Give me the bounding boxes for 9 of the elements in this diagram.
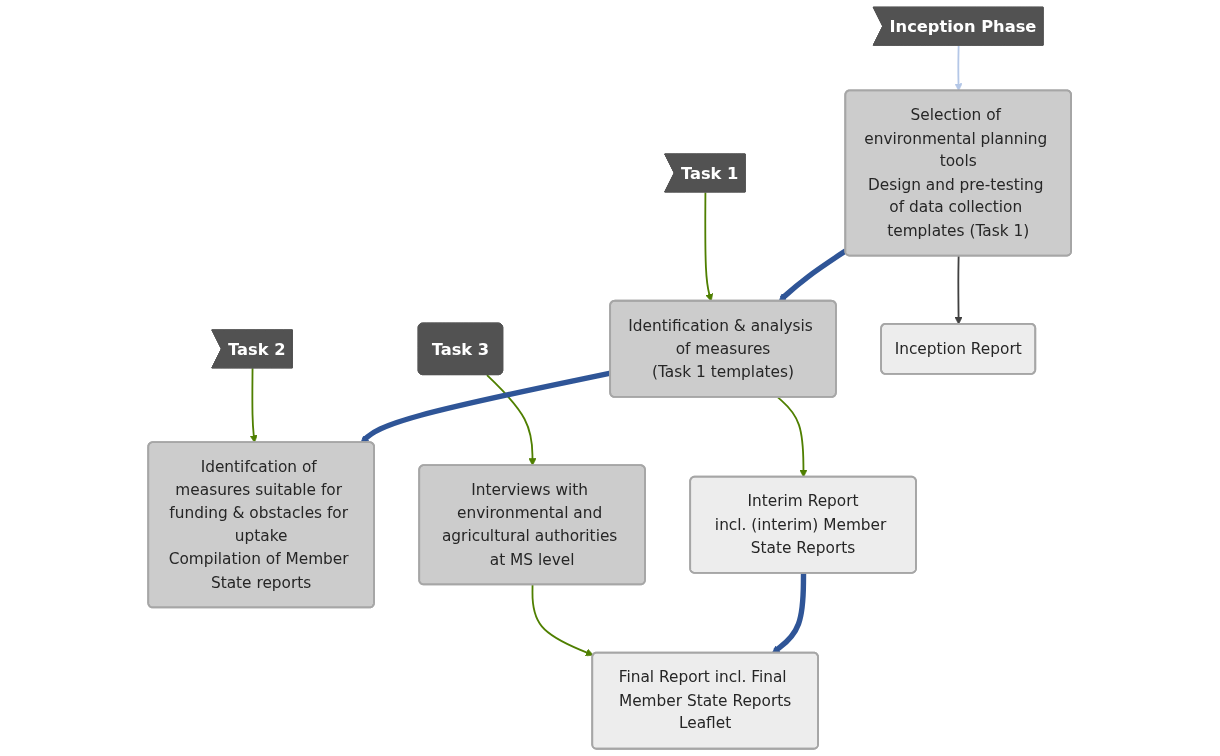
arrow (779, 248, 848, 302)
arrow (250, 367, 259, 443)
arrow (486, 374, 537, 466)
arrow (704, 191, 714, 302)
arrow (531, 583, 594, 657)
arrow (954, 255, 963, 325)
arrow (772, 573, 807, 654)
arrow (777, 396, 808, 478)
arrow (954, 44, 963, 92)
